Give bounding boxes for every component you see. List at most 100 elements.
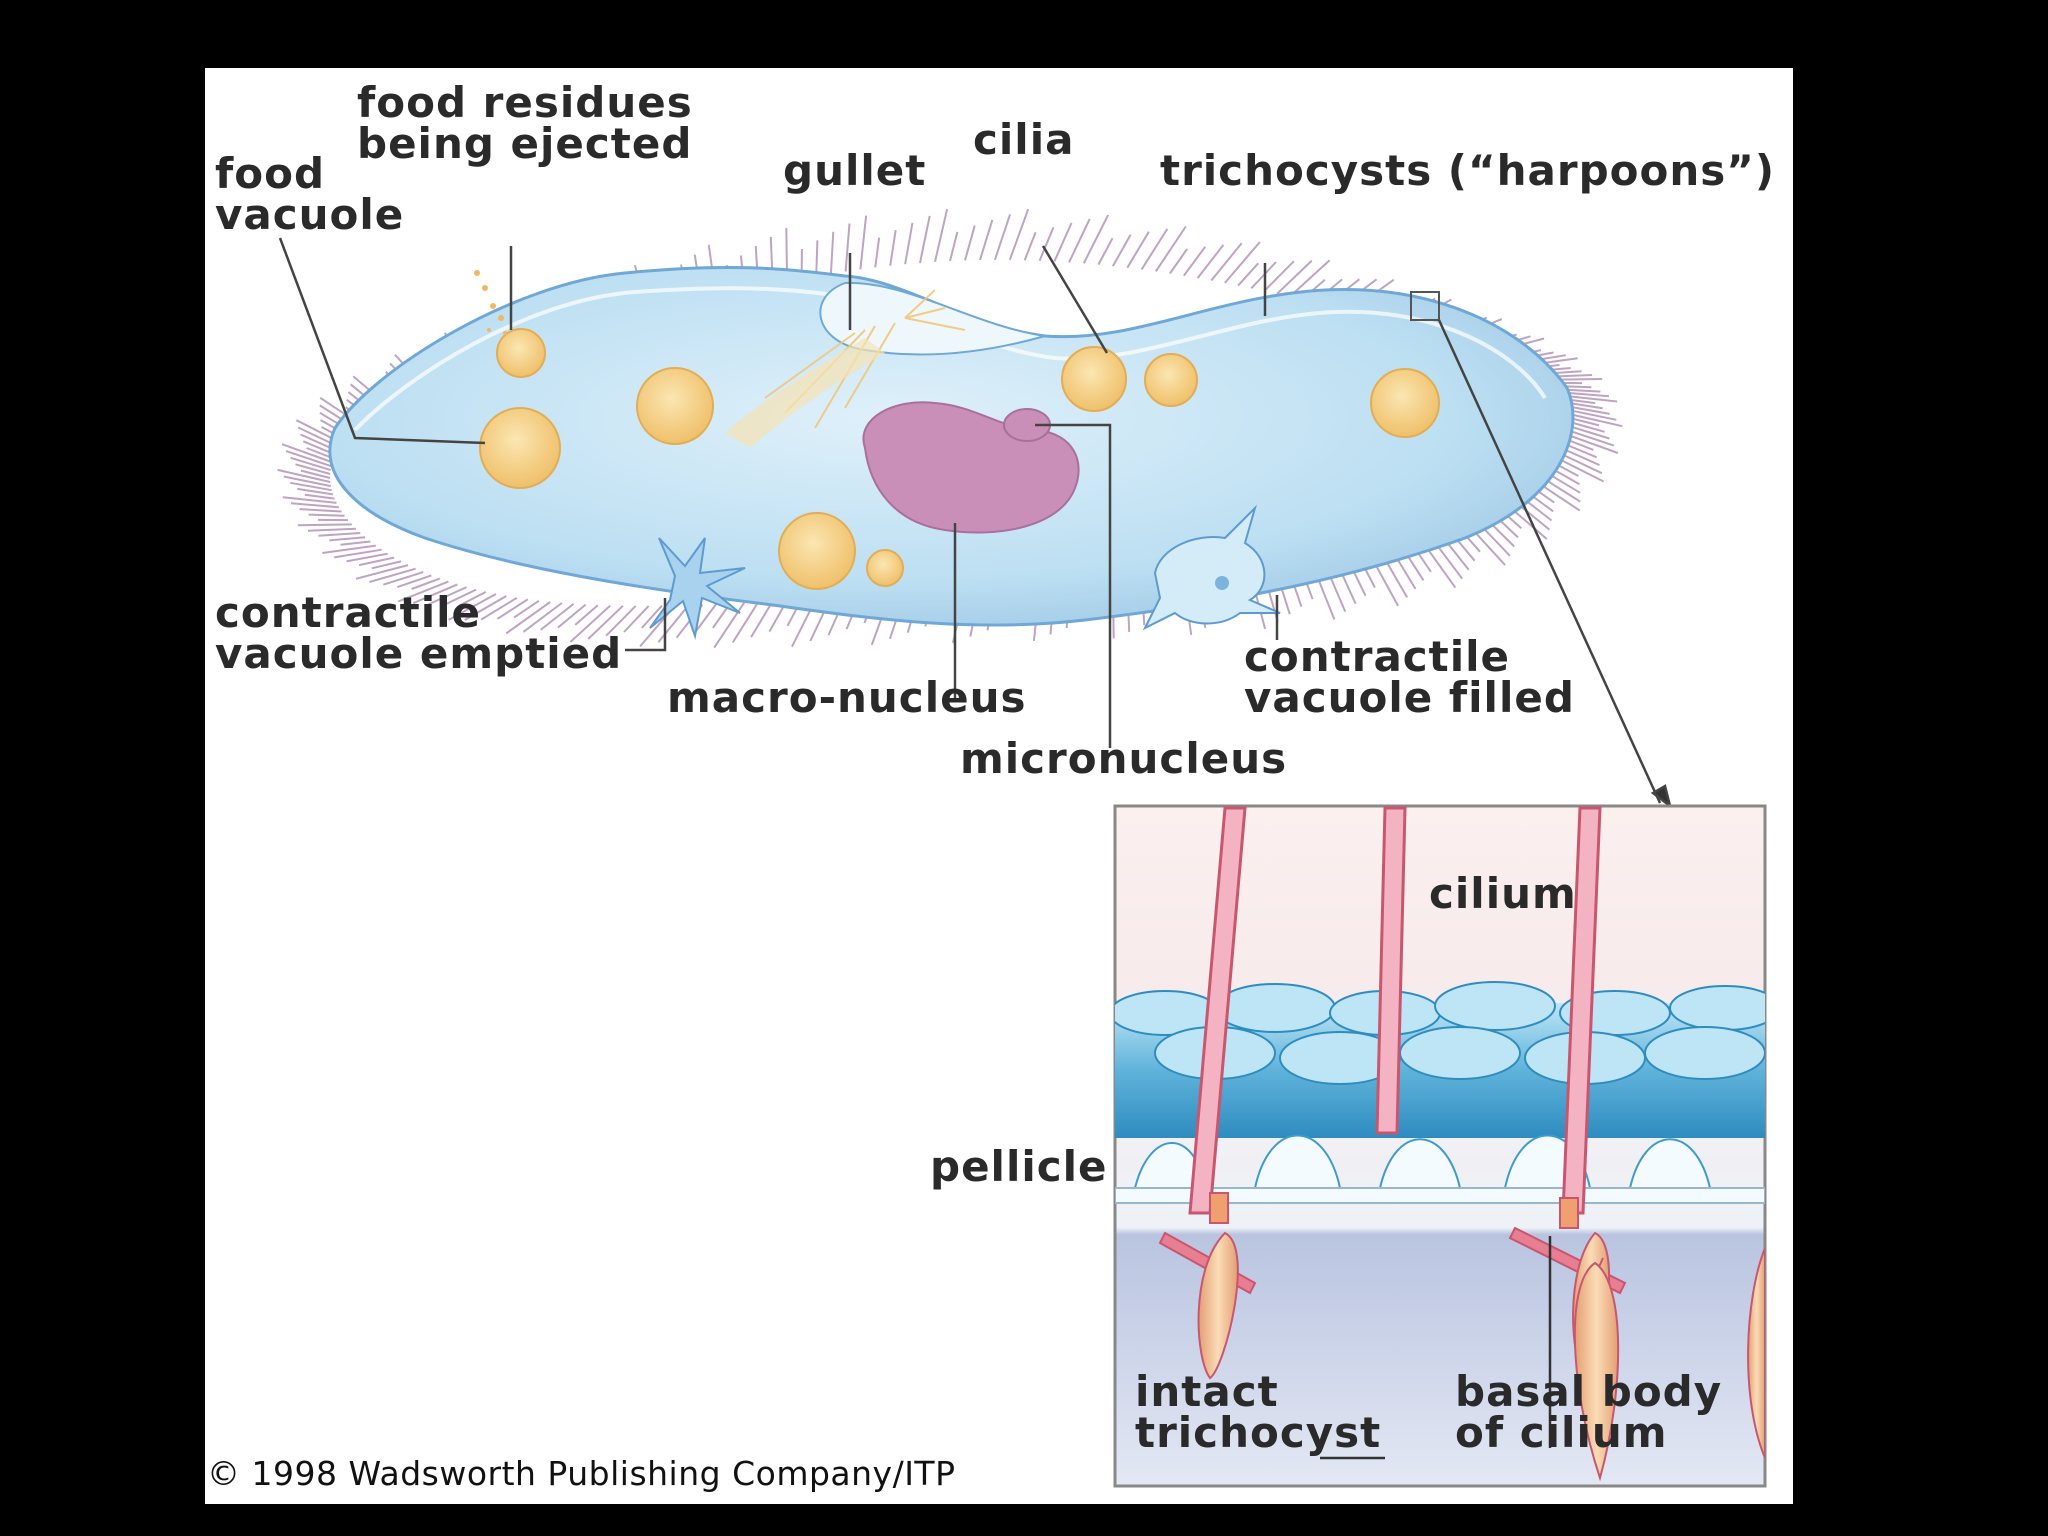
cilium-hair (496, 598, 529, 620)
cilium-hair (1568, 429, 1615, 447)
inset-leader-lines (1320, 1236, 1552, 1460)
cilium-hair (605, 605, 637, 637)
cilium-hair (346, 552, 388, 563)
cilium-hair (300, 469, 331, 479)
cilium-hair (1182, 246, 1207, 277)
cilium-hair (904, 222, 914, 265)
cilium-hair (427, 586, 468, 606)
cilium-hair (297, 523, 352, 527)
label-intact-trichocyst-line2: trichocyst (1135, 1408, 1382, 1457)
cilium-hair (1569, 413, 1623, 428)
cilium-hair (1250, 261, 1277, 289)
cilium-hair (919, 215, 931, 264)
contractile-vacuole-filled (1142, 504, 1281, 631)
cilium-hair (281, 443, 334, 464)
cilium-hair (1276, 259, 1313, 295)
cilium-hair (1566, 433, 1619, 454)
label-food-vacuole-line2: vacuole (215, 190, 405, 239)
trichocyst-edge (1747, 1247, 1765, 1459)
cilium-hair (1154, 225, 1187, 272)
paramecium-illustration (277, 208, 1767, 1488)
cilium-hair (1554, 456, 1605, 483)
cilium-hair (829, 231, 835, 274)
cilium-hair (1569, 417, 1600, 427)
cilium-hair (1569, 409, 1617, 421)
cilium-hair (815, 240, 819, 277)
cilium-hair (329, 536, 366, 542)
cilium-hair (505, 601, 551, 635)
cilium-hair (889, 229, 897, 266)
cilium-hair (587, 605, 624, 640)
cilium-hair (334, 548, 382, 559)
cilium-hair (693, 603, 718, 634)
label-trichocysts: trichocysts (“harpoons”) (1160, 146, 1776, 195)
cilium-hair (458, 591, 487, 607)
cilium-hair (934, 208, 949, 263)
cilium-hair (307, 527, 356, 532)
label-basal-body: basal body of cilium (1455, 1367, 1723, 1457)
cilium-hair (1126, 231, 1150, 269)
cilium-hair (355, 564, 409, 580)
cilium-hair (358, 556, 395, 567)
cilium-hair (1008, 208, 1030, 261)
cilium-hair (859, 215, 868, 270)
food-vacuole (778, 512, 856, 590)
food-vacuole (1144, 353, 1198, 407)
cilium-hair (396, 574, 432, 589)
label-food-residues-line2: being ejected (357, 119, 693, 168)
label-contractile-emptied: contractile vacuole emptied (215, 592, 623, 678)
label-gullet: gullet (783, 146, 927, 195)
cilium-hair (290, 456, 331, 472)
cilium-hair (480, 596, 518, 621)
label-intact-trichocyst: intact trichocyst (1135, 1367, 1382, 1457)
cilium-hair (290, 502, 339, 509)
label-basal-body-line1: basal body (1455, 1367, 1723, 1416)
label-basal-body-line2: of cilium (1455, 1408, 1668, 1457)
cilium-hair (1237, 262, 1259, 287)
label-food-vacuole-line1: food (215, 149, 326, 198)
cilium-hair (318, 532, 361, 537)
label-contractile-emptied-line2: vacuole emptied (215, 629, 623, 678)
gullet-canal (725, 338, 885, 448)
label-contractile-filled-line1: contractile (1244, 632, 1511, 681)
food-vacuole (1370, 368, 1440, 438)
label-cilia: cilia (973, 115, 1075, 164)
cilium-hair (731, 601, 760, 644)
label-food-vacuole: food vacuole (215, 149, 405, 239)
cilium-hair (874, 237, 881, 268)
cilium-hair (750, 600, 774, 638)
food-vacuole (479, 407, 561, 489)
cilium-hair (1224, 241, 1261, 284)
cilium-hair (285, 450, 332, 468)
cilium-hair (557, 603, 587, 629)
label-micronucleus: micronucleus (960, 734, 1288, 783)
label-food-residues-line1: food residues (357, 78, 693, 127)
cilium-hair (1563, 394, 1618, 403)
cilium-hair (277, 468, 331, 483)
label-food-residues: food residues being ejected (357, 78, 693, 168)
food-vacuole (866, 549, 904, 587)
cilium-hair (979, 219, 994, 261)
cilium-hair (1569, 425, 1610, 440)
cilium-hair (297, 487, 334, 496)
cilium-hair (1557, 451, 1603, 475)
cilium-hair (1112, 234, 1132, 267)
cilium-hair (844, 223, 851, 272)
food-vacuole (496, 328, 546, 378)
cilium-hair (411, 577, 441, 590)
cilium-hair (299, 508, 342, 513)
copyright-notice: © 1998 Wadsworth Publishing Company/ITP (207, 1454, 956, 1493)
trichocyst-main (1573, 1261, 1620, 1482)
cilium-hair (713, 602, 746, 649)
label-intact-trichocyst-line1: intact (1135, 1367, 1279, 1416)
cilium-hair (295, 463, 331, 475)
cilium-hair (949, 231, 959, 262)
cilium-hair (290, 481, 332, 492)
ejected-particles (474, 270, 507, 335)
cilium-hair (1568, 405, 1610, 415)
cilium-hair (657, 604, 690, 643)
cilium-hair (574, 604, 599, 626)
contractile-vacuole-emptied (649, 537, 746, 640)
cilium-hair (340, 540, 371, 546)
leader-lines (278, 237, 1673, 810)
